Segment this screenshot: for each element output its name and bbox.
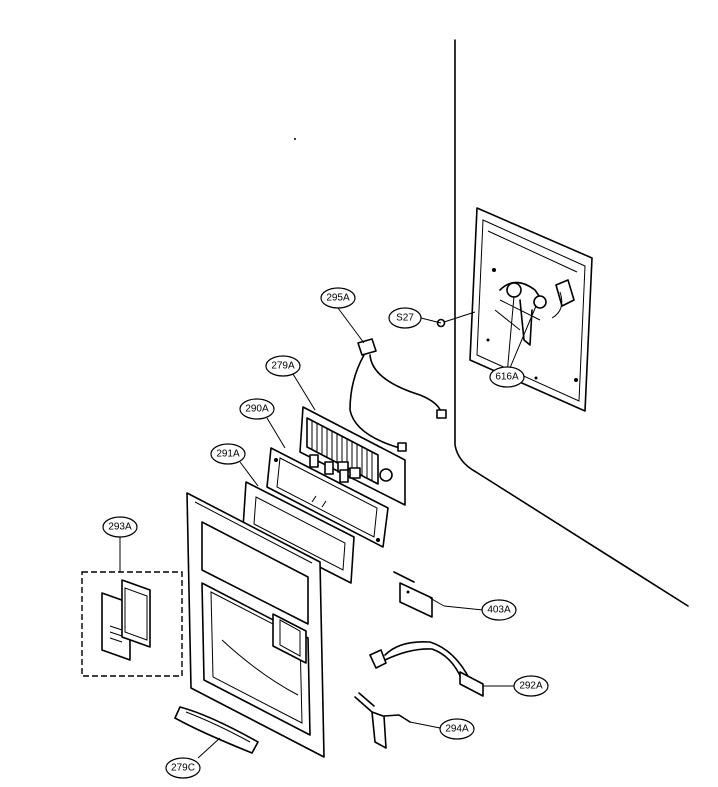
- control-board-279a: [299, 406, 406, 506]
- callout-295a: 295A: [320, 287, 356, 309]
- bracket-294a: [354, 692, 411, 749]
- callout-292a: 292A: [513, 675, 549, 697]
- inset-293a: [81, 571, 183, 677]
- callout-616a: 616A: [489, 366, 525, 388]
- callout-label-s27: S27: [396, 313, 414, 324]
- callout-label-292a: 292A: [519, 681, 543, 692]
- callout-label-616a: 616A: [495, 372, 519, 383]
- screw-s27: [436, 311, 476, 328]
- callout-290a: 290A: [239, 398, 275, 420]
- callout-label-291a: 291A: [216, 449, 240, 460]
- callout-s27: S27: [388, 307, 422, 329]
- callout-291a: 291A: [210, 443, 246, 465]
- callout-label-279a: 279A: [271, 361, 295, 372]
- rear-mounting-plate: [469, 207, 593, 412]
- callout-label-403a: 403A: [487, 605, 511, 616]
- harness-292a: [369, 640, 484, 697]
- callout-label-290a: 290A: [245, 404, 269, 415]
- leader-lines: [119, 295, 537, 759]
- callout-294a: 294A: [439, 718, 475, 740]
- switch-403a: [393, 571, 445, 618]
- front-bezel-panel: [186, 492, 325, 758]
- wire-harness-295a: [349, 338, 447, 452]
- callout-403a: 403A: [481, 599, 517, 621]
- callout-label-295a: 295A: [326, 293, 350, 304]
- callout-279a: 279A: [265, 355, 301, 377]
- callout-label-293a: 293A: [108, 522, 132, 533]
- callout-279c: 279C: [165, 757, 201, 779]
- callout-label-279c: 279C: [171, 763, 195, 774]
- drip-tray-279c: [174, 706, 259, 754]
- display-frame-290a: [266, 447, 389, 548]
- door-outline: [454, 39, 689, 607]
- callout-293a: 293A: [102, 516, 138, 538]
- display-gasket-291a: [242, 481, 355, 584]
- callout-label-294a: 294A: [445, 724, 469, 735]
- speck: [294, 138, 296, 140]
